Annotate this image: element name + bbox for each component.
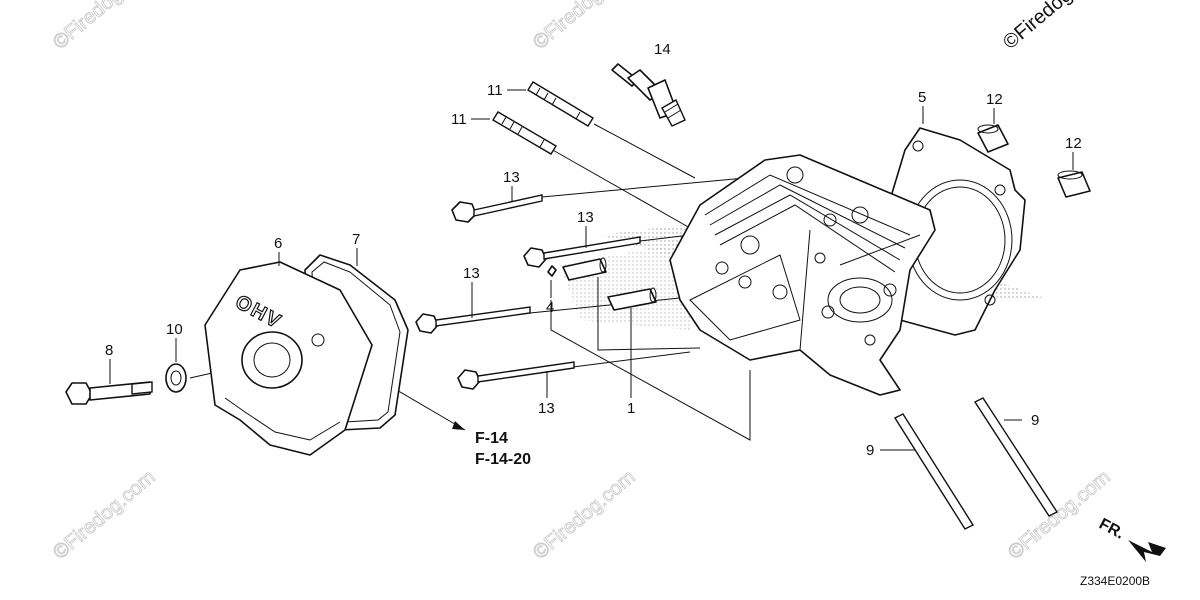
watermark: ©Firedog.com (49, 0, 160, 54)
dowels (977, 124, 1091, 198)
bolt (523, 236, 641, 268)
stud-bolts (492, 81, 594, 155)
callout-5: 5 (918, 89, 926, 106)
callout-13: 13 (503, 169, 520, 186)
watermark: ©Firedog.com (49, 466, 160, 564)
callout-13: 13 (538, 400, 555, 417)
callout-11: 11 (451, 111, 467, 128)
bolt (415, 306, 531, 334)
callout-6: 6 (274, 235, 282, 252)
callout-13: 13 (463, 265, 480, 282)
watermark: ©Firedog.com (1004, 466, 1115, 564)
cover-bolt (65, 381, 153, 405)
reference-codes: F-14 F-14-20 (475, 430, 531, 468)
callout-12: 12 (1065, 135, 1082, 152)
sealing-washer (165, 363, 187, 393)
callout-14: 14 (654, 41, 671, 58)
reference-f14: F-14 (475, 430, 508, 447)
callout-13: 13 (577, 209, 594, 226)
reference-f14-20: F-14-20 (475, 451, 531, 468)
head-bolts (415, 194, 641, 390)
dowel-pins (547, 257, 657, 311)
callouts: 14 11 11 5 12 12 13 13 13 13 4 1 6 7 10 … (105, 41, 1082, 459)
callout-1: 1 (627, 400, 635, 417)
callout-11: 11 (487, 82, 503, 99)
callout-8: 8 (105, 342, 113, 359)
callout-12: 12 (986, 91, 1003, 108)
head-cover: OHV (204, 261, 373, 456)
watermark: ©Firedog.com (529, 466, 640, 564)
bolt (457, 361, 575, 390)
callout-4: 4 (546, 299, 554, 316)
callout-9: 9 (866, 442, 874, 459)
diagram-code: Z334E0200B (1080, 574, 1150, 588)
front-marker-label: FR. (1096, 516, 1127, 543)
push-rods (893, 397, 1059, 530)
callout-9: 9 (1031, 412, 1039, 429)
cylinder-head (669, 154, 936, 396)
callout-10: 10 (166, 321, 183, 338)
watermark: ©Firedog.com (529, 0, 640, 54)
watermark-corner: ©Firedog (999, 0, 1076, 54)
bolt (451, 194, 543, 223)
callout-7: 7 (352, 231, 360, 248)
spark-plug (611, 63, 686, 127)
front-direction-arrow (1128, 540, 1166, 562)
